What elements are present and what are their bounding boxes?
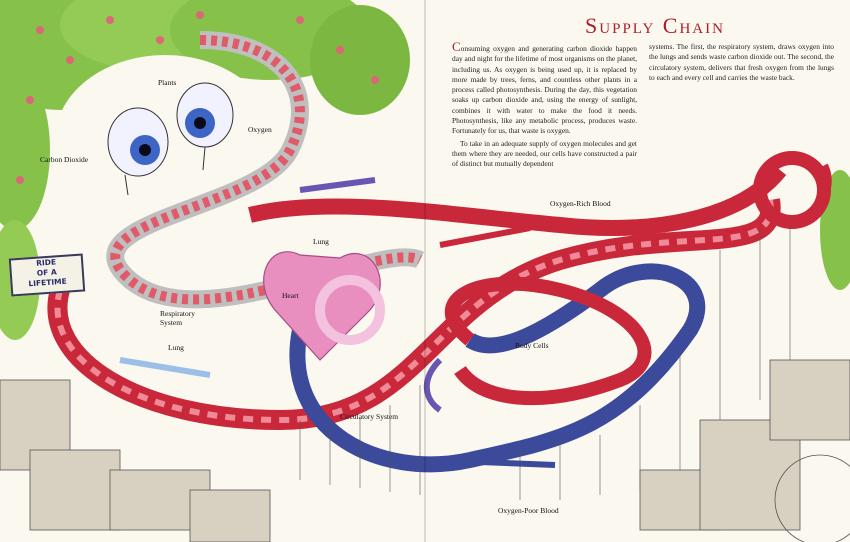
roller-coaster-track bbox=[47, 31, 831, 473]
label-heart: Heart bbox=[282, 291, 299, 300]
label-oxygen: Oxygen bbox=[248, 125, 272, 134]
paragraph-3: systems. The first, the respiratory syst… bbox=[649, 42, 834, 82]
label-respiratory-system: Respiratory System bbox=[160, 309, 195, 327]
label-body-cells: Body Cells bbox=[515, 341, 549, 350]
heart bbox=[263, 251, 385, 361]
label-lung-lower: Lung bbox=[168, 343, 184, 352]
carnival-buildings bbox=[0, 359, 850, 542]
label-oxygen-rich-blood: Oxygen-Rich Blood bbox=[550, 199, 611, 208]
label-circulatory-system: Circulatory System bbox=[340, 412, 399, 421]
drop-cap: C bbox=[452, 39, 461, 54]
paragraph-2: To take in an adequate supply of oxygen … bbox=[452, 138, 637, 169]
page-gutter bbox=[424, 0, 426, 542]
ride-of-a-lifetime-sign: RIDE OF A LIFETIME bbox=[8, 253, 86, 297]
flow-arrows bbox=[119, 163, 832, 468]
label-oxygen-poor-blood: Oxygen-Poor Blood bbox=[498, 506, 559, 515]
label-carbon-dioxide: Carbon Dioxide bbox=[40, 155, 89, 164]
text-column-left: Consuming oxygen and generating carbon d… bbox=[452, 39, 637, 172]
text-column-right: systems. The first, the respiratory syst… bbox=[649, 42, 834, 85]
page-title: Supply Chain bbox=[585, 13, 725, 38]
paragraph-1-text: onsuming oxygen and generating carbon di… bbox=[452, 44, 637, 136]
label-plants: Plants bbox=[158, 78, 177, 87]
label-lung-upper: Lung bbox=[313, 237, 329, 246]
eyes bbox=[107, 82, 234, 196]
paragraph-1: Consuming oxygen and generating carbon d… bbox=[452, 39, 637, 137]
